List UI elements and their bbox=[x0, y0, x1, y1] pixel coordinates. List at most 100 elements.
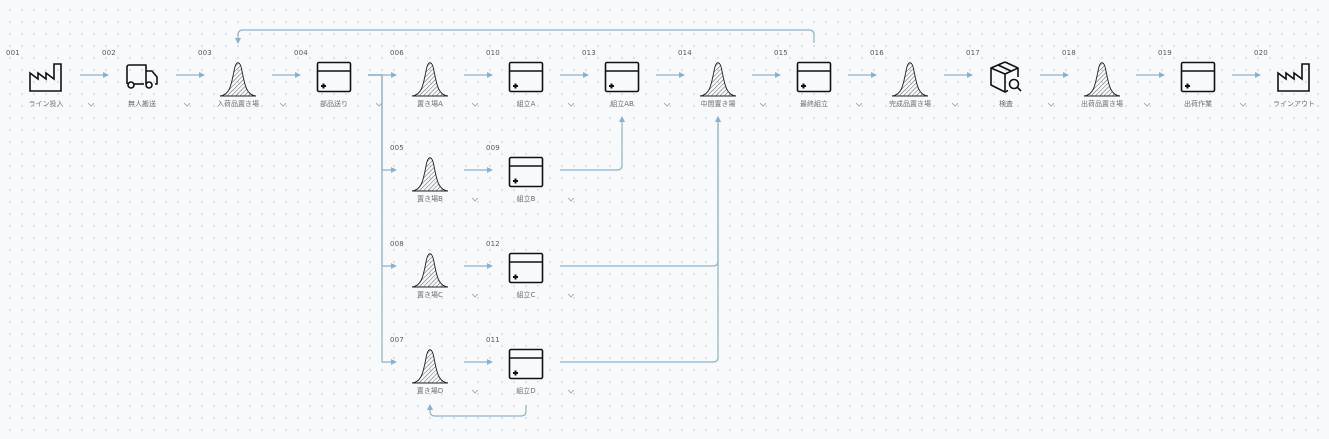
chevron-down-icon[interactable] bbox=[1046, 99, 1056, 109]
process-box-icon bbox=[506, 346, 546, 382]
node-label: 組立D bbox=[516, 387, 536, 395]
node-label: 組立B bbox=[516, 195, 536, 203]
storage-pile-icon bbox=[410, 250, 450, 288]
storage-pile-icon bbox=[698, 59, 738, 97]
edge-011-007[interactable] bbox=[427, 404, 527, 417]
truck-icon bbox=[122, 59, 162, 95]
process-node-015[interactable]: 015 最終組立 bbox=[774, 49, 863, 119]
node-id: 020 bbox=[1254, 49, 1268, 57]
storage-pile-icon bbox=[410, 154, 450, 192]
node-id: 005 bbox=[390, 144, 404, 152]
chevron-down-icon[interactable] bbox=[950, 99, 960, 109]
process-node-004[interactable]: 004 部品送り bbox=[294, 49, 383, 119]
chevron-down-icon[interactable] bbox=[1238, 99, 1248, 109]
chevron-down-icon[interactable] bbox=[182, 99, 192, 109]
process-box-icon bbox=[506, 59, 546, 95]
node-id: 019 bbox=[1158, 49, 1172, 57]
storage-pile-icon bbox=[1082, 59, 1122, 97]
node-label: 部品送り bbox=[320, 100, 348, 108]
process-node-005[interactable]: 005 置き場B bbox=[390, 144, 479, 214]
edge-011-014[interactable] bbox=[560, 116, 721, 363]
node-label: 出荷作業 bbox=[1184, 100, 1212, 108]
chevron-down-icon[interactable] bbox=[1142, 99, 1152, 109]
process-node-008[interactable]: 008 置き場C bbox=[390, 240, 479, 310]
chevron-down-icon[interactable] bbox=[662, 99, 672, 109]
node-label: 出荷品置き場 bbox=[1081, 100, 1123, 108]
node-label: 置き場B bbox=[417, 195, 443, 203]
node-id: 012 bbox=[486, 240, 500, 248]
node-id: 003 bbox=[198, 49, 212, 57]
process-node-017[interactable]: 017 検査 bbox=[966, 49, 1055, 119]
chevron-down-icon[interactable] bbox=[470, 386, 480, 396]
process-node-016[interactable]: 016 完成品置き場 bbox=[870, 49, 959, 119]
process-node-011[interactable]: 011 組立D bbox=[486, 336, 575, 406]
chevron-down-icon[interactable] bbox=[278, 99, 288, 109]
node-label: 置き場C bbox=[417, 291, 443, 299]
node-label: 中間置き場 bbox=[700, 100, 736, 108]
node-label: 完成品置き場 bbox=[889, 100, 931, 108]
chevron-down-icon[interactable] bbox=[566, 99, 576, 109]
process-box-icon bbox=[314, 59, 354, 95]
node-id: 008 bbox=[390, 240, 404, 248]
node-id: 013 bbox=[582, 49, 596, 57]
node-id: 004 bbox=[294, 49, 308, 57]
edge-009-013[interactable] bbox=[560, 116, 625, 171]
storage-pile-icon bbox=[218, 59, 258, 97]
storage-pile-icon bbox=[410, 59, 450, 97]
process-node-019[interactable]: 019 出荷作業 bbox=[1158, 49, 1247, 119]
node-label: 組立AB bbox=[610, 100, 634, 108]
node-id: 018 bbox=[1062, 49, 1076, 57]
process-box-icon bbox=[1178, 59, 1218, 95]
process-node-020[interactable]: 020 ラインアウト bbox=[1254, 49, 1329, 119]
storage-pile-icon bbox=[410, 346, 450, 384]
node-id: 011 bbox=[486, 336, 500, 344]
node-id: 007 bbox=[390, 336, 404, 344]
node-label: 検査 bbox=[999, 100, 1013, 108]
process-node-012[interactable]: 012 組立C bbox=[486, 240, 575, 310]
node-label: ラインアウト bbox=[1273, 100, 1315, 108]
process-box-icon bbox=[506, 250, 546, 286]
process-node-003[interactable]: 003 入荷品置き場 bbox=[198, 49, 287, 119]
process-node-013[interactable]: 013 組立AB bbox=[582, 49, 671, 119]
node-label: ライン投入 bbox=[28, 100, 64, 108]
node-id: 017 bbox=[966, 49, 980, 57]
process-box-icon bbox=[794, 59, 834, 95]
node-label: 入荷品置き場 bbox=[217, 100, 259, 108]
process-node-009[interactable]: 009 組立B bbox=[486, 144, 575, 214]
chevron-down-icon[interactable] bbox=[374, 99, 384, 109]
process-node-001[interactable]: 001 ライン投入 bbox=[6, 49, 95, 119]
edge-015-003[interactable] bbox=[235, 29, 815, 44]
node-id: 015 bbox=[774, 49, 788, 57]
chevron-down-icon[interactable] bbox=[470, 99, 480, 109]
node-id: 006 bbox=[390, 49, 404, 57]
node-id: 009 bbox=[486, 144, 500, 152]
node-id: 014 bbox=[678, 49, 692, 57]
chevron-down-icon[interactable] bbox=[566, 290, 576, 300]
node-label: 無人搬送 bbox=[128, 100, 156, 108]
process-box-icon bbox=[506, 154, 546, 190]
chevron-down-icon[interactable] bbox=[566, 194, 576, 204]
chevron-down-icon[interactable] bbox=[86, 99, 96, 109]
node-label: 置き場D bbox=[416, 387, 444, 395]
chevron-down-icon[interactable] bbox=[470, 290, 480, 300]
storage-pile-icon bbox=[890, 59, 930, 97]
factory-icon bbox=[26, 59, 66, 95]
node-label: 組立C bbox=[516, 291, 536, 299]
chevron-down-icon[interactable] bbox=[566, 386, 576, 396]
process-node-010[interactable]: 010 組立A bbox=[486, 49, 575, 119]
node-label: 置き場A bbox=[417, 100, 443, 108]
process-node-006[interactable]: 006 置き場A bbox=[390, 49, 479, 119]
node-label: 組立A bbox=[516, 100, 536, 108]
node-id: 001 bbox=[6, 49, 20, 57]
process-box-icon bbox=[602, 59, 642, 95]
chevron-down-icon[interactable] bbox=[470, 194, 480, 204]
process-node-018[interactable]: 018 出荷品置き場 bbox=[1062, 49, 1151, 119]
node-id: 010 bbox=[486, 49, 500, 57]
process-node-007[interactable]: 007 置き場D bbox=[390, 336, 479, 406]
process-node-002[interactable]: 002 無人搬送 bbox=[102, 49, 191, 119]
chevron-down-icon[interactable] bbox=[758, 99, 768, 109]
chevron-down-icon[interactable] bbox=[854, 99, 864, 109]
edge-012-014[interactable] bbox=[560, 116, 721, 267]
process-node-014[interactable]: 014 中間置き場 bbox=[678, 49, 767, 119]
